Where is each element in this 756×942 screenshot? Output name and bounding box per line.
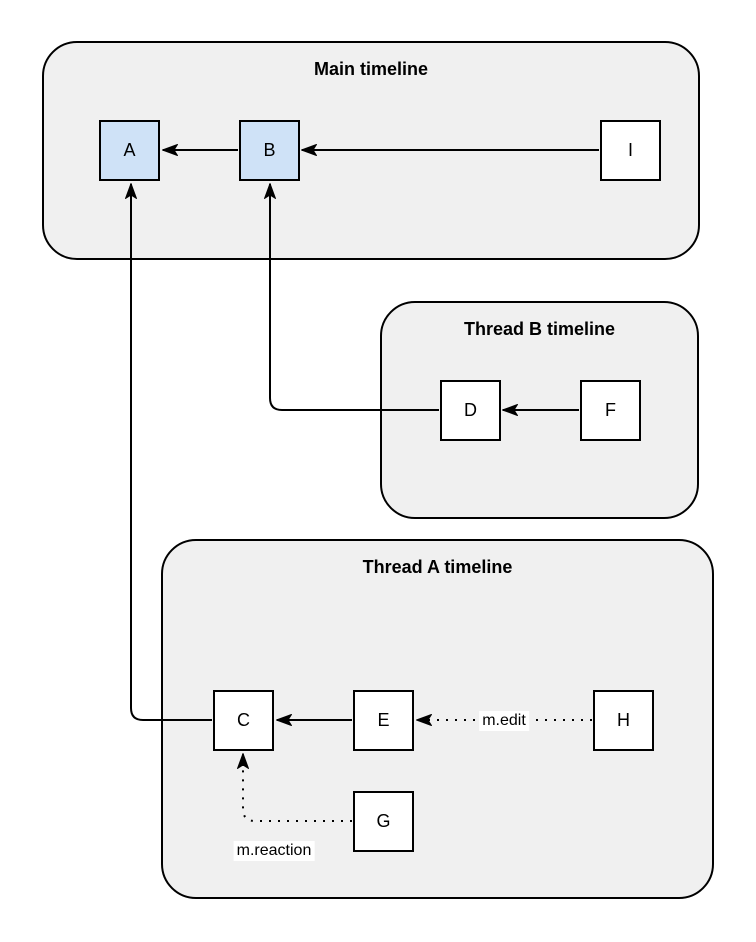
edge-label-m-reaction: m.reaction [233, 841, 315, 861]
node-f: F [580, 380, 641, 441]
node-c: C [213, 690, 274, 751]
node-e-label: E [377, 710, 390, 730]
node-b-label: B [263, 140, 276, 160]
node-a-label: A [123, 140, 136, 160]
node-i-label: I [627, 140, 633, 160]
node-f-label: F [605, 400, 616, 420]
group-main-timeline-title: Main timeline [313, 59, 429, 79]
node-g-label: G [376, 811, 391, 831]
group-thread-b-timeline-title: Thread B timeline [463, 319, 616, 339]
group-thread-b-timeline: Thread B timeline [380, 301, 699, 519]
node-a: A [99, 120, 160, 181]
node-h-label: H [617, 710, 630, 730]
group-thread-a-timeline-title: Thread A timeline [362, 557, 513, 577]
node-b: B [239, 120, 300, 181]
node-c-label: C [237, 710, 250, 730]
node-h: H [593, 690, 654, 751]
node-g: G [353, 791, 414, 852]
node-e: E [353, 690, 414, 751]
node-d-label: D [464, 400, 477, 420]
edge-label-m-edit: m.edit [479, 711, 529, 731]
node-d: D [440, 380, 501, 441]
node-i: I [600, 120, 661, 181]
